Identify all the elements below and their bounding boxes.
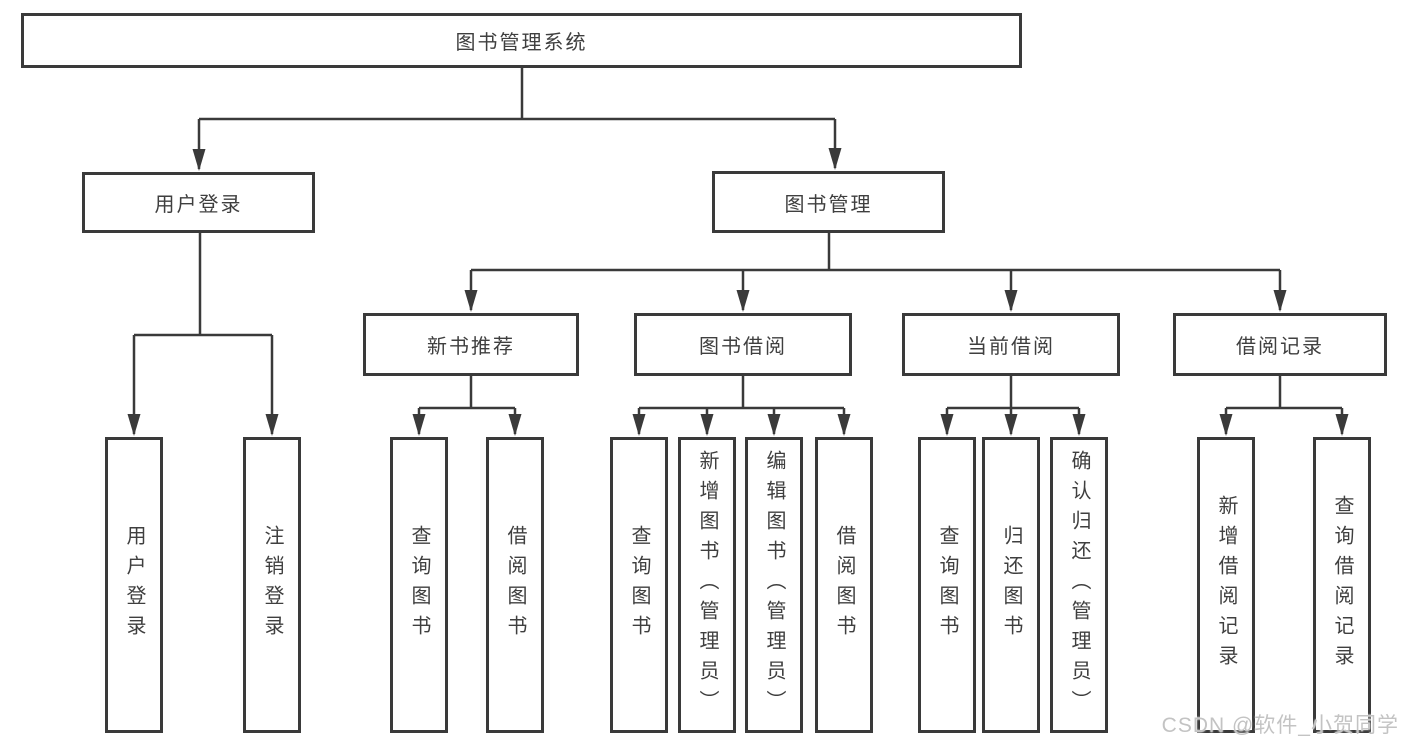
node-label: 确认归还（管理员）	[1068, 450, 1090, 720]
current-borrow-connectors	[940, 376, 1086, 436]
node-label: 编辑图书（管理员）	[763, 450, 785, 720]
node-label: 查询图书	[408, 525, 430, 645]
leaf-query-books-current: 查询图书	[918, 437, 976, 733]
node-label: 借阅记录	[1236, 336, 1324, 358]
node-borrow-record: 借阅记录	[1173, 313, 1387, 376]
node-label: 注销登录	[261, 525, 283, 645]
node-new-book-recommend: 新书推荐	[363, 313, 579, 376]
node-label: 查询图书	[628, 525, 650, 645]
node-label: 新增借阅记录	[1215, 495, 1237, 675]
node-user-login-branch: 用户登录	[82, 172, 315, 233]
book-borrow-connectors	[632, 376, 851, 436]
leaf-borrow-books-recommend: 借阅图书	[486, 437, 544, 733]
node-label: 查询借阅记录	[1331, 495, 1353, 675]
leaf-edit-books-admin: 编辑图书（管理员）	[745, 437, 803, 733]
node-label: 用户登录	[123, 525, 145, 645]
node-label: 查询图书	[936, 525, 958, 645]
user-login-connectors	[127, 233, 279, 436]
node-label: 图书管理系统	[455, 32, 588, 54]
csdn-watermark: CSDN @软件_小贺同学	[1161, 714, 1399, 737]
leaf-add-borrow-record: 新增借阅记录	[1197, 437, 1255, 733]
node-label: 新增图书（管理员）	[696, 450, 718, 720]
node-label: 当前借阅	[967, 336, 1055, 358]
leaf-query-books-recommend: 查询图书	[390, 437, 448, 733]
leaf-confirm-return-admin: 确认归还（管理员）	[1050, 437, 1108, 733]
book-management-connectors	[464, 233, 1287, 312]
level1-connectors	[192, 68, 842, 171]
node-label: 归还图书	[1000, 525, 1022, 645]
node-current-borrow: 当前借阅	[902, 313, 1120, 376]
new-book-recommend-connectors	[412, 376, 522, 436]
borrow-record-connectors	[1219, 376, 1349, 436]
node-label: 图书管理	[784, 193, 873, 216]
node-book-borrow: 图书借阅	[634, 313, 852, 376]
node-label: 借阅图书	[833, 525, 855, 645]
node-library-management-system: 图书管理系统	[21, 13, 1022, 68]
node-label: 借阅图书	[504, 525, 526, 645]
node-label: 图书借阅	[699, 336, 787, 358]
leaf-query-borrow-record: 查询借阅记录	[1313, 437, 1371, 733]
leaf-query-books-borrow: 查询图书	[610, 437, 668, 733]
leaf-user-login: 用户登录	[105, 437, 163, 733]
leaf-borrow-books: 借阅图书	[815, 437, 873, 733]
leaf-return-books: 归还图书	[982, 437, 1040, 733]
leaf-add-books-admin: 新增图书（管理员）	[678, 437, 736, 733]
node-label: 新书推荐	[427, 336, 515, 358]
node-label: 用户登录	[154, 194, 243, 216]
leaf-logout: 注销登录	[243, 437, 301, 733]
node-book-management-branch: 图书管理	[712, 171, 945, 233]
